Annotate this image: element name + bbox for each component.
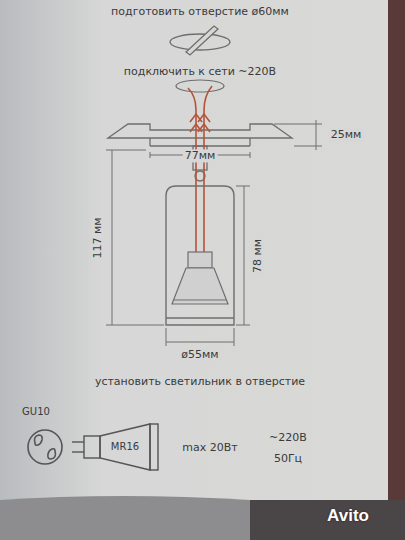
diameter-dimension xyxy=(166,328,234,346)
total-dimension xyxy=(106,150,164,325)
dimension-label: ø55мм xyxy=(179,348,220,361)
socket-type: GU10 xyxy=(20,406,52,418)
ceiling-mount xyxy=(108,124,292,181)
instruction-text: подключить к сети ~220В xyxy=(122,65,278,78)
body-dimension xyxy=(236,186,250,325)
box-edge xyxy=(388,0,405,540)
instruction-text: подготовить отверстие ø60мм xyxy=(109,5,291,18)
lamp-type: MR16 xyxy=(109,441,141,453)
ceiling-hole xyxy=(176,80,224,92)
dimension-label: 25мм xyxy=(329,128,364,141)
frequency-rating: 50Гц xyxy=(272,452,304,465)
dimension-label: 117 мм xyxy=(91,215,104,260)
power-rating: max 20Вт xyxy=(180,441,239,454)
mr16-lamp xyxy=(72,424,158,470)
gu10-symbol xyxy=(28,430,62,464)
dimension-label: 78 мм xyxy=(251,237,264,275)
dimension-label: 77мм xyxy=(183,149,218,162)
watermark: Avito xyxy=(325,506,371,526)
hole-icon xyxy=(170,26,230,55)
panel-shadow xyxy=(0,496,250,540)
instruction-text: установить светильник в отверстие xyxy=(93,375,307,388)
height-dimension xyxy=(274,120,322,150)
cylinder-body xyxy=(166,186,234,325)
voltage-rating: ~220В xyxy=(267,431,309,444)
bulb-in-body xyxy=(172,252,228,304)
